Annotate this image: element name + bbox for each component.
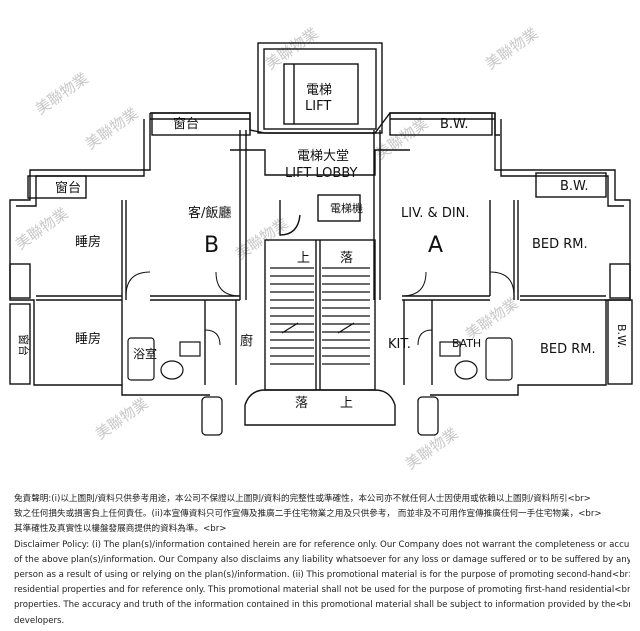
flat-b-letter: B [204, 233, 219, 258]
flat-b-balcony-left: 窗台 [55, 180, 81, 196]
flat-a-bay-window-right: B.W. [560, 179, 589, 194]
flat-a-bedroom-1: BED RM. [532, 237, 588, 252]
flat-a-letter: A [428, 233, 443, 258]
watermark: 美聯物業 [32, 69, 91, 118]
disclaimer-line: properties. The accuracy and truth of th… [14, 600, 630, 611]
lift-lobby-label-en: LIFT LOBBY [285, 166, 358, 181]
balcony-left-top [27, 175, 87, 199]
flat-a-bay-window-side: B.W. [615, 324, 628, 348]
bay-window-top-a [389, 112, 493, 136]
flat-b-kitchen: 廚 [240, 333, 253, 349]
flat-b-balcony-top: 窗台 [173, 116, 199, 132]
lift-machine-room [317, 194, 361, 222]
watermark: 美聯物業 [92, 394, 151, 443]
disclaimer-line: 致之任何損失或損害負上任何責任。(ii)本宣傳資料只可作宣傳及推廣二手住宅物業之… [14, 509, 602, 520]
disclaimer-line: 免責聲明:(i)以上圖則/資料只供參考用途，本公司不保證以上圖則/資料的完整性或… [14, 494, 591, 504]
stair-treads [270, 267, 370, 365]
bay-window-right-top [535, 172, 607, 198]
stairs-down-bottom: 落 [295, 396, 308, 411]
balcony-top-b [151, 112, 251, 136]
disclaimer-line: developers. [14, 615, 65, 626]
watermark: 美聯物業 [232, 214, 291, 263]
disclaimer-line: residential properties and for reference… [14, 585, 630, 596]
watermark: 美聯物業 [482, 24, 541, 73]
balcony-left-side [9, 303, 31, 385]
flat-b-bathroom: 浴室 [133, 346, 157, 361]
bathtub-a [485, 337, 513, 381]
disclaimer-line: of the above plan(s)/information. Our Co… [14, 554, 630, 565]
flat-b-balcony-side: 窗台 [17, 334, 31, 356]
toilet-b [160, 360, 184, 380]
watermark: 美聯物業 [12, 204, 71, 253]
watermark: 美聯物業 [462, 294, 521, 343]
bay-window-right-side [607, 299, 633, 385]
stairs-down-top: 落 [340, 251, 353, 266]
toilet-a [454, 360, 478, 380]
lift-lobby-label-zh: 電梯大堂 [297, 149, 349, 164]
watermark: 美聯物業 [82, 104, 141, 153]
lift-label-en: LIFT [305, 99, 331, 114]
flat-a-kitchen: KIT. [388, 337, 411, 352]
floor-plan: 美聯物業 美聯物業 美聯物業 美聯物業 美聯物業 美聯物業 美聯物業 美聯物業 … [9, 24, 633, 473]
stairs-up-bottom: 上 [340, 396, 353, 411]
watermark: 美聯物業 [402, 424, 461, 473]
flat-b-bedroom-2: 睡房 [75, 331, 101, 347]
stairs-up-top: 上 [297, 251, 310, 266]
flat-a-bay-window-top: B.W. [440, 117, 469, 132]
bathtub-b [127, 337, 155, 381]
disclaimer-line: person as a result of using or relying o… [14, 570, 630, 581]
lift-label-zh: 電梯 [306, 83, 332, 98]
flat-a-bathroom: BATH [452, 337, 481, 350]
lift-lobby-outline [230, 149, 410, 176]
flat-a-bedroom-2: BED RM. [540, 342, 596, 357]
flat-b-bedroom-1: 睡房 [75, 234, 101, 250]
disclaimer-line: 其準確性及真實性以樓盤發展商提供的資料為準。<br> [14, 524, 227, 535]
lift-car [283, 63, 359, 125]
disclaimer-line: Disclaimer Policy: (i) The plan(s)/infor… [14, 539, 630, 550]
flat-a-living-dining: LIV. & DIN. [401, 206, 470, 221]
disclaimer: 免責聲明:(i)以上圖則/資料只供參考用途，本公司不保證以上圖則/資料的完整性或… [14, 492, 630, 629]
watermark: 美聯物業 [372, 114, 431, 163]
flat-b-living-dining: 客/飯廳 [188, 205, 231, 221]
lift-machine-label: 電梯機 [330, 201, 363, 215]
